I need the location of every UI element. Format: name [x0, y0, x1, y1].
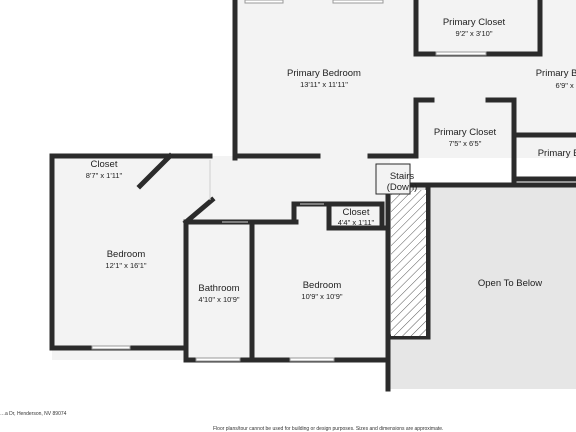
room-closet-left-name: Closet [91, 159, 118, 170]
footer-disclaimer: Floor plans/tour cannot be used for buil… [213, 426, 444, 432]
floors [52, 0, 576, 389]
room-stairs-name: Stairs [390, 171, 415, 182]
windows [91, 0, 487, 362]
door-openings [209, 160, 324, 223]
walls [49, 0, 576, 392]
room-primary-closet-mid-name: Primary Closet [434, 127, 497, 138]
stair-landing [375, 163, 411, 195]
room-labels: Primary Closet 9'2" x 3'10" Primary Bedr… [86, 17, 576, 304]
room-primary-closet-top-dim: 9'2" x 3'10" [456, 29, 493, 38]
room-primary-bathroom-small-name: Primary Bathroom [538, 148, 576, 159]
room-primary-bathroom-top-dim: 6'9" x 10'5" [556, 81, 576, 90]
room-bedroom-mid-dim: 10'9" x 10'9" [301, 292, 342, 301]
room-primary-closet-mid-dim: 7'5" x 6'5" [449, 139, 482, 148]
room-bathroom-dim: 4'10" x 10'9" [198, 295, 239, 304]
room-primary-closet-top-name: Primary Closet [443, 17, 506, 28]
room-closet-left-dim: 8'7" x 1'11" [86, 171, 123, 180]
room-bedroom-left-dim: 12'1" x 16'1" [105, 261, 146, 270]
room-primary-bedroom-dim: 13'11" x 11'11" [300, 80, 348, 89]
room-primary-bedroom-name: Primary Bedroom [287, 68, 361, 79]
room-stairs-sub: (Down) [387, 182, 418, 193]
room-closet-mid-name: Closet [343, 207, 370, 218]
room-primary-bathroom-top-name: Primary Bathroom [536, 68, 576, 79]
footer-address: …a Dr, Henderson, NV 89074 [0, 411, 67, 417]
room-open-to-below-name: Open To Below [478, 278, 542, 289]
room-bedroom-mid-name: Bedroom [303, 280, 342, 291]
room-closet-mid-dim: 4'4" x 1'11" [338, 218, 375, 227]
room-bathroom-name: Bathroom [198, 283, 239, 294]
stairs-hatch [391, 190, 426, 336]
room-bedroom-left-name: Bedroom [107, 249, 146, 260]
